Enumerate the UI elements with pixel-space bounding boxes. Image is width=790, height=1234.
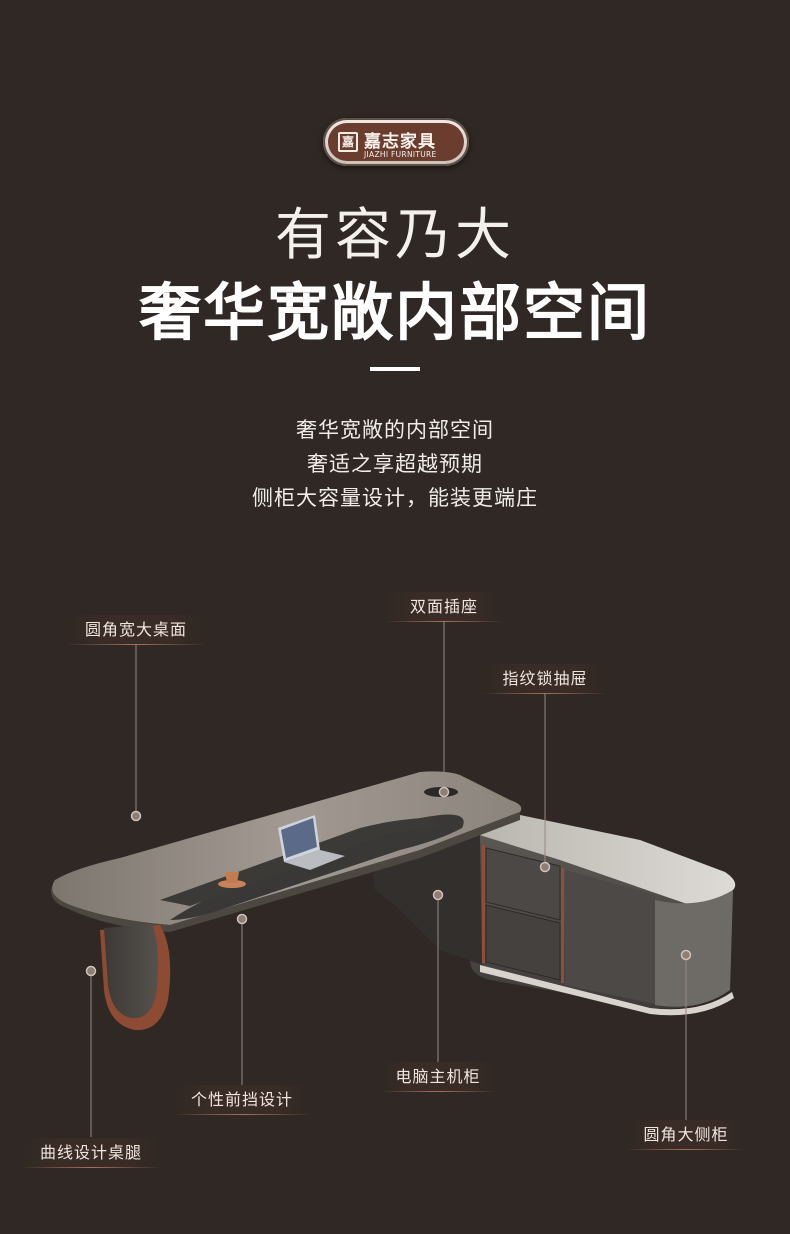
cup-prop <box>218 872 246 888</box>
callout-fingerprint-drawer: 指纹锁抽屉 <box>483 664 607 694</box>
description-line-1: 奢华宽敞的内部空间 <box>296 418 494 442</box>
title-divider <box>370 367 420 371</box>
brand-name-cn: 嘉志家具 <box>364 132 436 152</box>
callout-dots <box>85 786 692 977</box>
callout-curved-leg: 曲线设计桌腿 <box>20 1138 162 1168</box>
description-line-2: 奢适之享超越预期 <box>307 452 483 476</box>
pc-cabinet-shape <box>370 832 482 965</box>
callout-pc-cabinet: 电脑主机柜 <box>380 1062 496 1092</box>
description-line-3: 侧柜大容量设计，能装更端庄 <box>252 486 538 510</box>
callout-rounded-desktop: 圆角宽大桌面 <box>66 615 206 645</box>
side-cabinet <box>470 815 736 1016</box>
laptop-prop <box>278 815 345 870</box>
callout-side-cabinet: 圆角大侧柜 <box>626 1120 746 1150</box>
curved-leg <box>100 924 171 1031</box>
brand-logo: 嘉 嘉志家具 JIAZHI FURNITURE <box>323 118 469 166</box>
callout-leader-lines <box>90 620 687 1137</box>
brand-mark-icon: 嘉 <box>338 132 358 152</box>
callout-modesty-panel: 个性前挡设计 <box>172 1085 312 1115</box>
callout-dual-socket: 双面插座 <box>385 592 503 622</box>
headline-line1: 有容乃大 <box>275 203 515 268</box>
headline-line2: 奢华宽敞内部空间 <box>138 276 651 349</box>
brand-name-en: JIAZHI FURNITURE <box>364 150 437 159</box>
